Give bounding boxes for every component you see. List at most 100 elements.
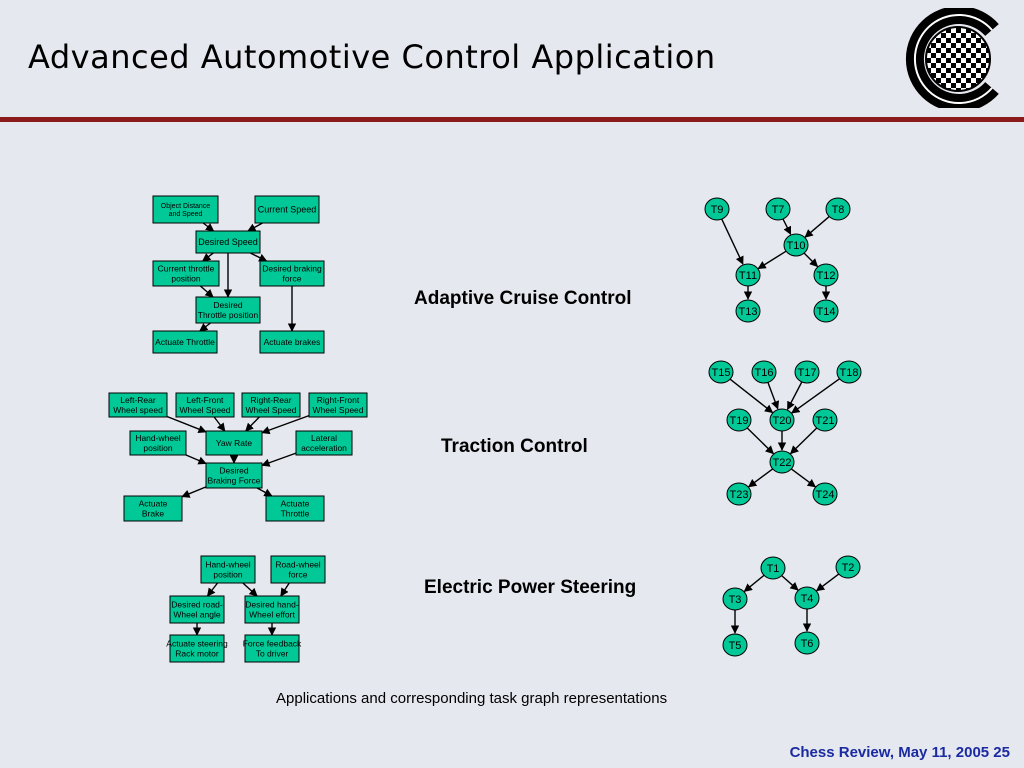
flow-box-label: Current Speed	[258, 205, 317, 215]
task-node-label: T2	[842, 562, 855, 574]
task-node-t22: T22	[769, 450, 795, 474]
flow-box-label: Throttle position	[198, 310, 259, 320]
task-node-label: T22	[773, 457, 792, 469]
task-node-label: T1	[767, 563, 780, 575]
flow-edge	[261, 414, 310, 435]
flow-edge	[256, 487, 273, 497]
task-node-label: T15	[712, 367, 731, 379]
flow-box-ab: Actuate brakes	[259, 330, 325, 354]
task-edge	[743, 574, 765, 592]
flow-box-label: Hand-wheel	[135, 433, 180, 443]
task-node-t5: T5	[722, 633, 748, 657]
flow-edge	[242, 582, 258, 597]
task-node-label: T20	[773, 415, 792, 427]
task-node-t19: T19	[726, 408, 752, 432]
flow-box-label: Desired Speed	[198, 237, 258, 247]
flow-box-label: position	[143, 443, 173, 453]
flow-box-dhw: Desired hand-Wheel effort	[244, 595, 300, 624]
flow-box-label: Braking Force	[208, 475, 261, 485]
task-node-t1: T1	[760, 556, 786, 580]
flow-box-label: Wheel speed	[113, 405, 163, 415]
app-label-acc: Adaptive Cruise Control	[414, 288, 632, 309]
app-label-eps: Electric Power Steering	[424, 577, 637, 598]
title-rule	[0, 117, 1024, 122]
flow-box-at: Actuate Throttle	[152, 330, 218, 354]
task-node-label: T5	[729, 640, 742, 652]
flow-box-label: Actuate brakes	[264, 337, 321, 347]
footer-text: Chess Review, May 11, 2005 25	[789, 744, 1010, 761]
task-node-t7: T7	[765, 197, 791, 221]
task-node-label: T23	[730, 489, 749, 501]
task-node-t24: T24	[812, 482, 838, 506]
task-edge	[786, 381, 803, 411]
task-node-t4: T4	[794, 586, 820, 610]
flow-box-label: Wheel effort	[249, 609, 295, 619]
flow-box-label: Actuate steering	[166, 639, 228, 649]
task-node-label: T10	[787, 240, 806, 252]
task-node-label: T9	[711, 204, 724, 216]
flow-box-cs: Current Speed	[254, 195, 320, 224]
task-edge	[757, 250, 788, 270]
task-node-t2: T2	[835, 555, 861, 579]
task-edge	[804, 215, 831, 238]
flow-edge	[213, 416, 226, 432]
flow-box-label: Object Distance	[161, 203, 211, 210]
chess-logo	[896, 6, 1016, 112]
task-node-t17: T17	[794, 360, 820, 384]
flow-edge	[206, 582, 219, 597]
task-node-label: T4	[801, 593, 814, 605]
slide-title: Advanced Automotive Control Application	[28, 38, 716, 76]
task-node-label: T14	[817, 306, 836, 318]
task-node-label: T6	[801, 638, 814, 650]
flow-box-label: Throttle	[281, 508, 310, 518]
task-edge	[789, 427, 818, 455]
task-node-t10: T10	[783, 233, 809, 257]
flow-box-label: acceleration	[301, 443, 347, 453]
flow-box-label: and Speed	[169, 211, 203, 218]
task-node-label: T11	[739, 270, 757, 282]
flow-box-label: Force feedback	[243, 639, 302, 649]
task-node-label: T24	[816, 489, 835, 501]
flow-box-label: Left-Front	[187, 395, 224, 405]
flow-box-label: Wheel Speed	[245, 405, 296, 415]
flow-edge	[280, 582, 290, 597]
task-node-label: T13	[739, 306, 758, 318]
flow-box-label: Current throttle	[158, 264, 215, 274]
task-node-t8: T8	[825, 197, 851, 221]
flow-box-label: position	[171, 273, 201, 283]
flow-box-label: Brake	[142, 508, 164, 518]
task-node-label: T21	[816, 415, 835, 427]
task-node-label: T3	[729, 594, 742, 606]
flow-box-label: Left-Rear	[120, 395, 156, 405]
task-node-t11: T11	[735, 263, 761, 287]
task-node-t13: T13	[735, 299, 761, 323]
flow-box-label: Actuate	[139, 499, 168, 509]
task-node-label: T19	[730, 415, 749, 427]
flow-edge	[185, 454, 207, 465]
task-node-t3: T3	[722, 587, 748, 611]
flow-box-label: Desired braking	[262, 264, 322, 274]
flow-edge	[199, 322, 211, 332]
flow-box-label: Rack motor	[175, 648, 219, 658]
flow-box-label: Actuate Throttle	[155, 337, 215, 347]
task-edge	[791, 377, 841, 414]
task-edge	[747, 468, 774, 488]
task-node-label: T7	[772, 204, 785, 216]
task-edge	[746, 427, 775, 455]
flow-box-label: Wheel angle	[173, 609, 221, 619]
flow-box-label: To driver	[256, 648, 289, 658]
task-node-t12: T12	[813, 263, 839, 287]
task-edge	[782, 218, 792, 236]
flow-box-drw: Desired road-Wheel angle	[169, 595, 225, 624]
task-node-label: T18	[840, 367, 859, 379]
